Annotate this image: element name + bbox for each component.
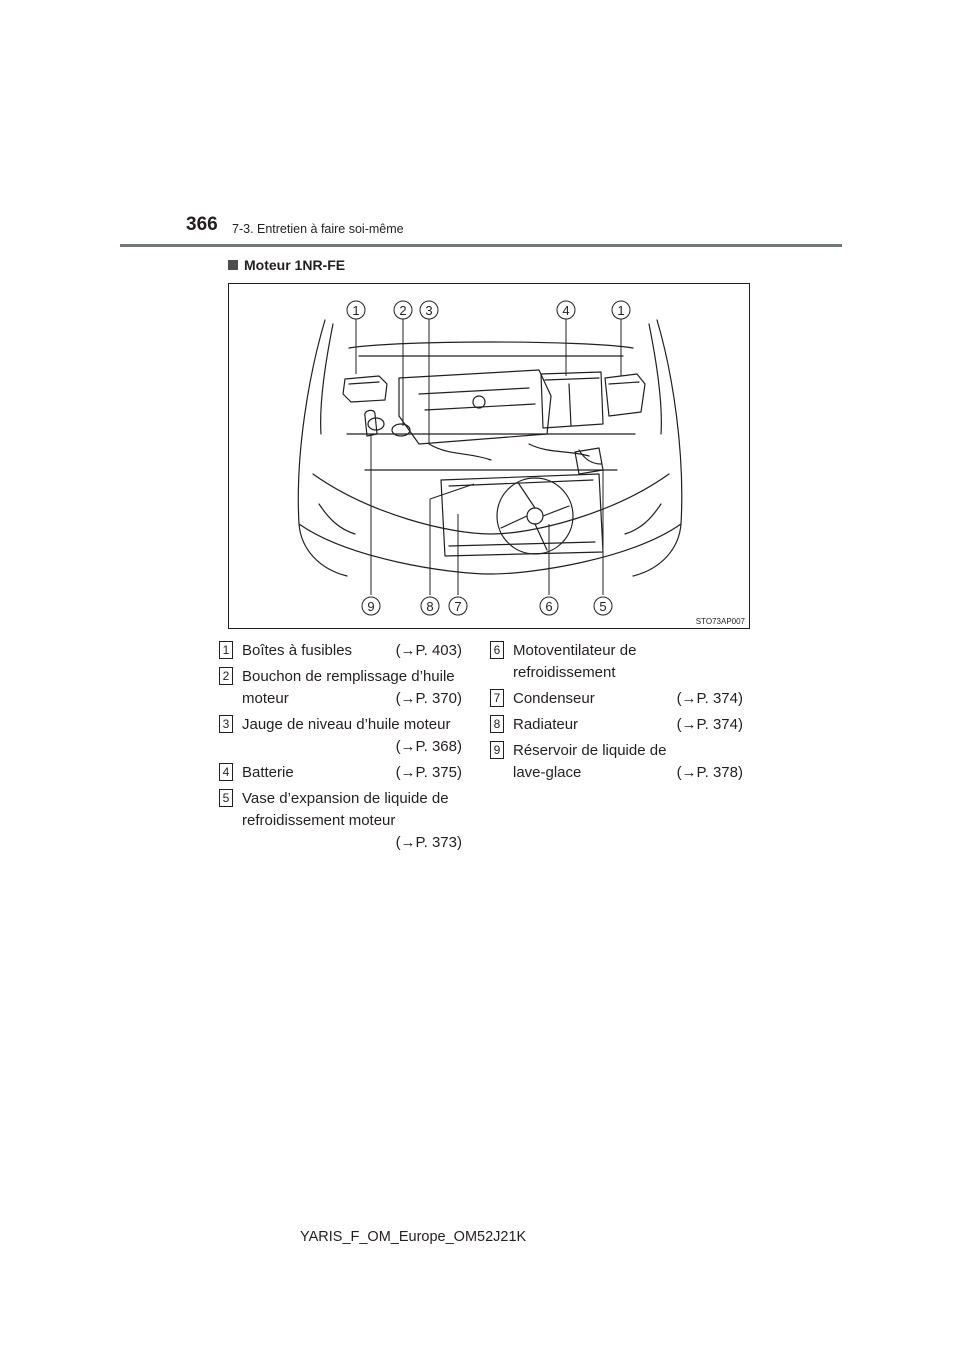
subheading-text: Moteur 1NR-FE xyxy=(244,257,346,273)
legend-text: Vase d’expansion de liquide de xyxy=(242,790,449,807)
legend-number: 3 xyxy=(219,715,233,733)
legend-text: moteur xyxy=(242,690,289,707)
legend-number: 1 xyxy=(219,641,233,659)
legend-text: Jauge de niveau d’huile moteur xyxy=(242,716,451,733)
legend-text: Batterie xyxy=(242,764,294,781)
legend-text: refroidissement moteur xyxy=(242,812,396,829)
page-reference: (→P. 403) xyxy=(395,642,462,659)
legend-text: Boîtes à fusibles xyxy=(242,642,353,659)
callout-bottom-3: 7 xyxy=(454,599,461,614)
legend-item: 9 Réservoir de liquide de lave-glace (→P. 3… xyxy=(490,740,743,784)
page-reference: (→P. 375) xyxy=(395,764,462,781)
legend-number: 8 xyxy=(490,715,504,733)
legend-text: refroidissement xyxy=(513,664,616,681)
legend-text: Radiateur xyxy=(513,716,579,733)
engine-figure: 1 2 3 4 1 9 8 7 6 5 STO73AP007 xyxy=(228,283,750,629)
callout-top-3: 3 xyxy=(425,303,432,318)
legend-item: 4 Batterie (→P. 375) xyxy=(219,762,462,784)
page-reference: (→P. 368) xyxy=(395,738,462,755)
section-title: 7-3. Entretien à faire soi-même xyxy=(232,222,404,236)
legend-number: 4 xyxy=(219,763,233,781)
legend-text: Réservoir de liquide de xyxy=(513,742,667,759)
legend-right: 6 Motoventilateur de refroidissement 7 Conde… xyxy=(490,640,743,788)
footer-doc-id: YARIS_F_OM_Europe_OM52J21K xyxy=(300,1229,527,1245)
legend-number: 7 xyxy=(490,689,504,707)
legend-item: 7 Condenseur (→P. 374) xyxy=(490,688,743,710)
callout-bottom-2: 8 xyxy=(426,599,433,614)
callout-top-2: 2 xyxy=(399,303,406,318)
legend-item: 2 Bouchon de remplissage d’huile moteur (→P… xyxy=(219,666,462,710)
page-reference: (→P. 374) xyxy=(676,716,743,733)
callout-bottom-5: 5 xyxy=(599,599,606,614)
legend-number: 5 xyxy=(219,789,233,807)
callout-bottom-4: 6 xyxy=(545,599,552,614)
legend-left: 1 Boîtes à fusibles (→P. 403) 2 Bouchon de r… xyxy=(219,640,462,858)
figure-code: STO73AP007 xyxy=(695,617,745,626)
legend-text: Motoventilateur de xyxy=(513,642,637,659)
legend-text: Condenseur xyxy=(513,690,595,707)
square-bullet-icon xyxy=(228,260,238,270)
legend-item: 8 Radiateur (→P. 374) xyxy=(490,714,743,736)
page-reference: (→P. 370) xyxy=(395,690,462,707)
callout-top-1: 1 xyxy=(352,303,359,318)
legend-text: lave-glace xyxy=(513,764,582,781)
engine-illustration: 1 2 3 4 1 9 8 7 6 5 xyxy=(297,300,683,616)
page-reference: (→P. 373) xyxy=(395,834,462,851)
legend-item: 1 Boîtes à fusibles (→P. 403) xyxy=(219,640,462,662)
page-number: 366 xyxy=(186,214,218,235)
callout-top-5: 1 xyxy=(617,303,624,318)
legend-number: 6 xyxy=(490,641,504,659)
page-reference: (→P. 374) xyxy=(676,690,743,707)
legend-item: 3 Jauge de niveau d’huile moteur (→P. 368) xyxy=(219,714,462,758)
header-divider xyxy=(120,244,842,247)
legend-number: 9 xyxy=(490,741,504,759)
callout-top-4: 4 xyxy=(562,303,569,318)
legend-item: 6 Motoventilateur de refroidissement xyxy=(490,640,743,684)
page-reference: (→P. 378) xyxy=(676,764,743,781)
legend-text: Bouchon de remplissage d’huile xyxy=(242,668,455,685)
callout-bottom-1: 9 xyxy=(367,599,374,614)
subheading: Moteur 1NR-FE xyxy=(228,257,345,273)
legend-item: 5 Vase d’expansion de liquide de refroidis… xyxy=(219,788,462,854)
legend-number: 2 xyxy=(219,667,233,685)
